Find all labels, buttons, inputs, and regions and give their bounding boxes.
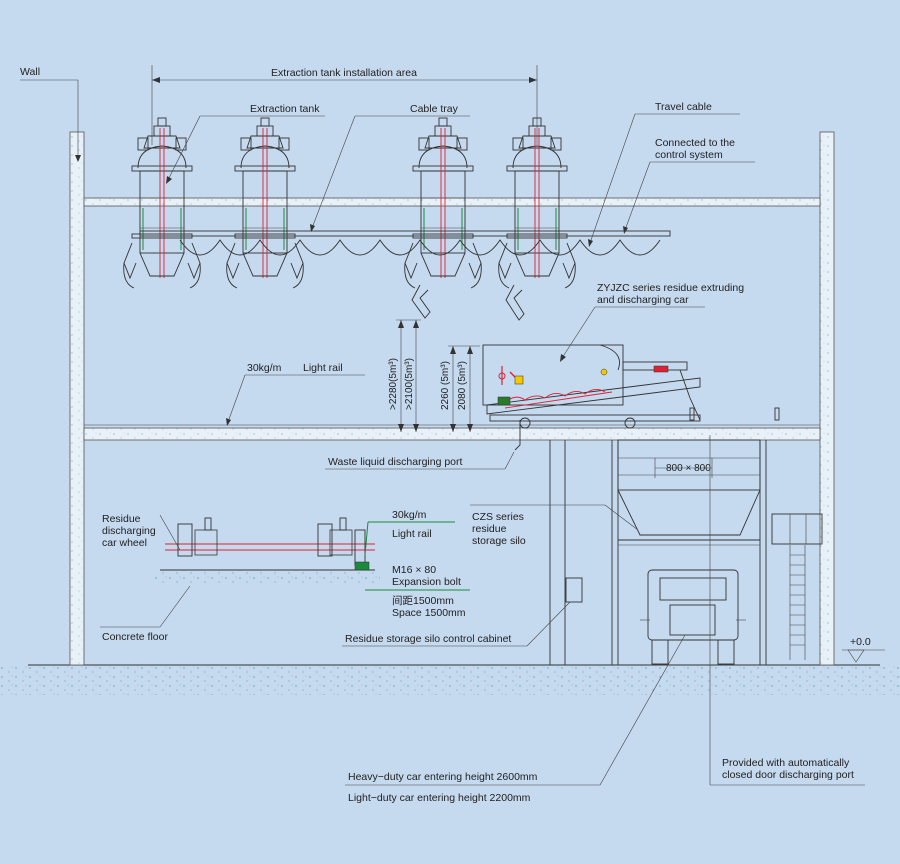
wall-label: Wall [20,66,40,78]
connected-label-line2: control system [655,149,723,161]
rail-wheel-detail [160,517,375,571]
wheel-label-line2: discharging [102,525,156,537]
height-dimensions [396,319,480,432]
dim-2280: >2280(5m³) [388,358,399,410]
bolt-label-line1: M16 × 80 [392,564,436,576]
auto-door-label-line1: Provided with automatically [722,757,850,769]
cable-tray [139,230,671,237]
connected-label-line1: Connected to the [655,137,735,149]
concrete-floor-label: Concrete floor [102,631,168,643]
wheel-label-line1: Residue [102,513,141,525]
bolt-label-line2: Expansion bolt [392,576,461,588]
residue-extruding-car [482,344,701,429]
silo-cabinet-label: Residue storage silo control cabinet [345,633,511,645]
installation-area-label: Extraction tank installation area [271,67,417,79]
level-zero: +0.0 [850,636,871,648]
wheel-label-line3: car wheel [102,537,147,549]
silo-label-line2: residue [472,523,507,535]
upper-rail-weight: 30kg/m [247,362,282,374]
travel-cable [179,239,661,256]
discharge-chute-3 [411,284,431,319]
light-car-label: Light−duty car entering height 2200mm [348,792,531,804]
dim-800: 800 × 800 [666,463,711,474]
lower-rail-label: Light rail [392,528,432,540]
waste-port-label: Waste liquid discharging port [328,456,463,468]
discharge-chute-4 [505,284,525,321]
silo-label-line3: storage silo [472,535,526,547]
heavy-car-label: Heavy−duty car entering height 2600mm [348,771,538,783]
ground-hatch [0,665,900,695]
spacing-en: Space 1500mm [392,607,466,619]
truck [640,569,746,665]
travel-cable-label: Travel cable [655,101,712,113]
silo-control-cabinet [565,577,583,603]
auto-door-label-line2: closed door discharging port [722,769,854,781]
storage-silo [549,407,823,665]
upper-rail-label: Light rail [303,362,343,374]
residue-car-label-line2: and discharging car [597,294,689,306]
dim-2080: 2080 (5m³) [457,361,468,410]
spacing-cn: 间距1500mm [392,594,454,607]
silo-label-line1: CZS series [472,511,524,523]
cable-tray-label: Cable tray [410,103,459,115]
residue-car-label-line1: ZYJZC series residue extruding [597,282,744,294]
dim-2100: >2100(5m³) [404,358,415,410]
dim-2260: 2260 (5m³) [440,361,451,410]
extraction-tank-label: Extraction tank [250,103,320,115]
lower-rail-weight: 30kg/m [392,509,427,521]
